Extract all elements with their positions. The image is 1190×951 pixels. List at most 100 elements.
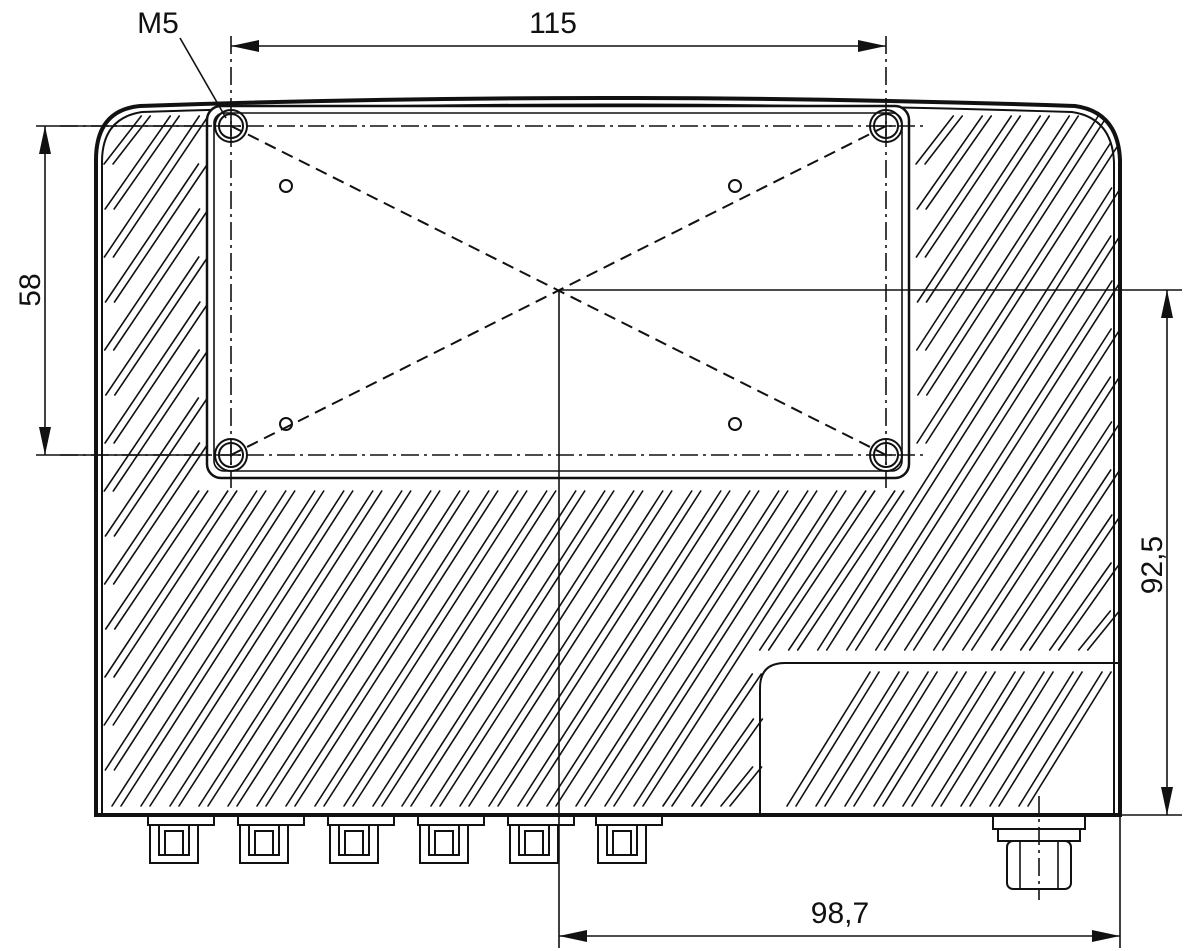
hatch-groove [401,490,606,807]
hatch-groove [112,115,210,258]
connector [417,814,485,864]
hatch-groove [113,490,296,771]
hatch-groove [911,671,996,807]
hatch-groove [113,397,209,537]
dimension-115: 115 [231,7,886,52]
hatch-groove [104,490,200,630]
dimension-label: 115 [529,7,577,40]
mounting-plate-outline [205,104,911,480]
hatch-groove [989,671,1074,807]
hatch-groove [961,421,1113,651]
hatch-groove [903,328,1112,651]
hatch-groove [786,671,871,807]
hatch-groove [931,671,1016,807]
connector [237,814,305,864]
hatch-groove [410,490,615,807]
hatch-groove [924,115,964,165]
hatch-groove [720,766,754,807]
hatch-groove [459,490,664,807]
hatch-groove [815,671,900,807]
hatch-groove [169,490,374,807]
dimension-92-5: 92,5 [1122,290,1182,816]
hatch-groove [1057,562,1120,651]
hatch-groove [104,163,200,303]
hatch-groove [352,490,557,807]
hatch-groove [227,490,432,807]
hatch-groove [439,490,644,807]
hatch-groove [103,115,201,258]
hatch-groove [915,115,1013,258]
hatch-groove [105,256,200,396]
hatch-groove [854,235,1120,651]
hatch-groove [104,301,201,444]
hatch-groove [925,142,1120,444]
hatch-groove [381,490,586,807]
hatch-groove [998,671,1083,807]
hatch-groove [700,718,764,807]
hatch-groove [912,328,1120,651]
hatch-groove [853,671,938,807]
hatch-groove [114,256,209,396]
connector [147,814,215,864]
hatch-groove [112,208,210,351]
hatch-groove [1018,671,1103,807]
hatch-groove [104,397,200,537]
hatch-groove [960,671,1045,807]
hatch-groove [1028,514,1120,651]
hatch-groove [883,280,1120,651]
hatch-groove [916,115,1042,303]
housing-inner-edge [101,103,1115,815]
hatch-groove [113,163,209,303]
mounting-hole [214,438,248,472]
hatch-groove [873,671,958,807]
hatch-groove [844,671,929,807]
hatch-groove [343,490,548,807]
hatch-groove [103,208,201,351]
hatch-groove [103,490,258,726]
hatch-groove [1077,610,1112,651]
hatch-groove [584,490,789,807]
hatch-groove [795,671,880,807]
hatch-groove [178,490,383,807]
mounting-hole [869,109,903,143]
hatch-groove [926,115,1109,396]
connector [507,814,575,864]
connector-row [147,814,663,864]
hatch-groove [874,280,1113,651]
hatch-groove [488,490,693,807]
hatch-groove [940,671,1025,807]
hatch-groove [113,115,181,210]
thread-callout-label: M5 [137,7,179,40]
hatch-groove [113,490,238,678]
dimension-label: 92,5 [1136,536,1169,594]
hatch-groove [932,376,1112,651]
connector [595,814,663,864]
hatch-groove [604,490,809,807]
dimension-98-7: 98,7 [559,815,1121,948]
hatch-groove [103,442,201,585]
hatch-groove [140,490,345,807]
hatch-groove [999,469,1120,651]
connector [327,814,395,864]
hatch-groove [1019,514,1113,651]
hatch-groove [758,490,867,651]
small-screw [728,417,742,431]
hatch-groove [767,490,876,651]
label-area [759,662,1118,815]
hatch-groove [662,673,754,807]
hatch-groove [526,490,731,807]
hatch-groove [207,490,412,807]
hatch-groove [104,490,287,771]
hatch-groove [990,469,1112,651]
hatch-groove [691,718,755,807]
hatch-groove [546,490,751,807]
hatch-groove [915,115,955,165]
hatch-groove [323,490,528,807]
hatch-groove [120,490,325,807]
hatch-groove [925,115,1051,303]
small-screw [728,179,742,193]
thread-callout: M5 [137,7,227,119]
hatch-groove [845,235,1112,651]
hatch-groove [113,490,209,630]
hatch-groove [285,490,490,807]
